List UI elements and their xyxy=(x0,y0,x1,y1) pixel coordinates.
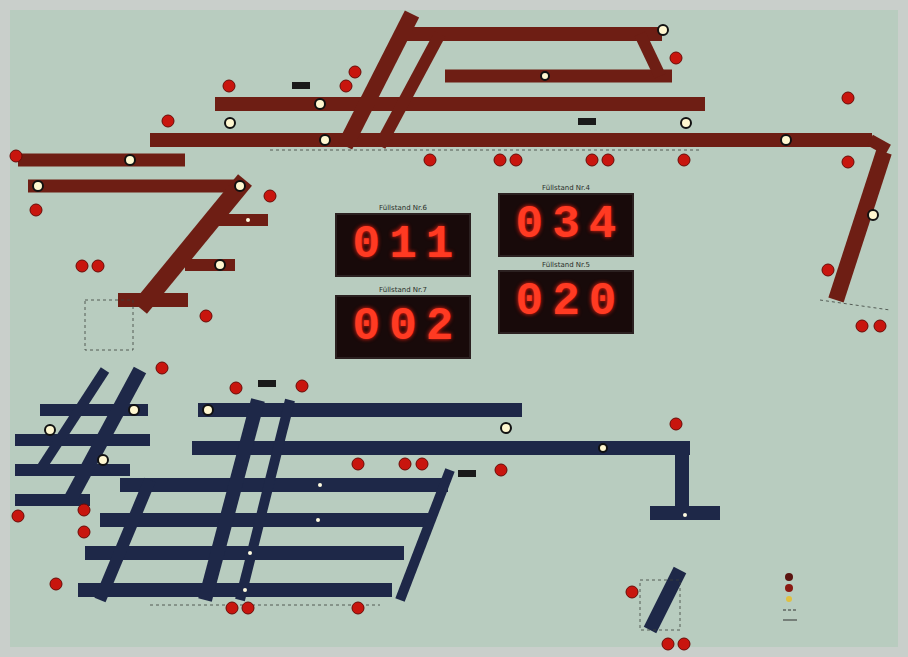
led-digits: 034 xyxy=(507,199,626,251)
led-digits: 011 xyxy=(344,219,463,271)
red-tracks xyxy=(18,14,888,308)
signal-rings xyxy=(33,25,878,465)
panel-ground xyxy=(10,10,898,647)
display-caption: Füllstand Nr.5 xyxy=(498,260,634,270)
led-digits: 002 xyxy=(344,301,463,353)
legend-symbols xyxy=(783,573,797,620)
counter-display: Füllstand Nr.7 002 xyxy=(335,285,471,359)
led-panel: 002 xyxy=(335,295,471,359)
counter-display: Füllstand Nr.5 020 xyxy=(498,260,634,334)
led-digits: 020 xyxy=(507,276,626,328)
display-caption: Füllstand Nr.7 xyxy=(335,285,471,295)
led-panel: 020 xyxy=(498,270,634,334)
display-caption: Füllstand Nr.4 xyxy=(498,183,634,193)
indicator-lamps xyxy=(10,52,886,650)
display-caption: Füllstand Nr.6 xyxy=(335,203,471,213)
blue-tracks xyxy=(15,370,720,630)
counter-display: Füllstand Nr.6 011 xyxy=(335,203,471,277)
led-panel: 034 xyxy=(498,193,634,257)
section-lines xyxy=(85,150,890,630)
led-panel: 011 xyxy=(335,213,471,277)
counter-display: Füllstand Nr.4 034 xyxy=(498,183,634,257)
